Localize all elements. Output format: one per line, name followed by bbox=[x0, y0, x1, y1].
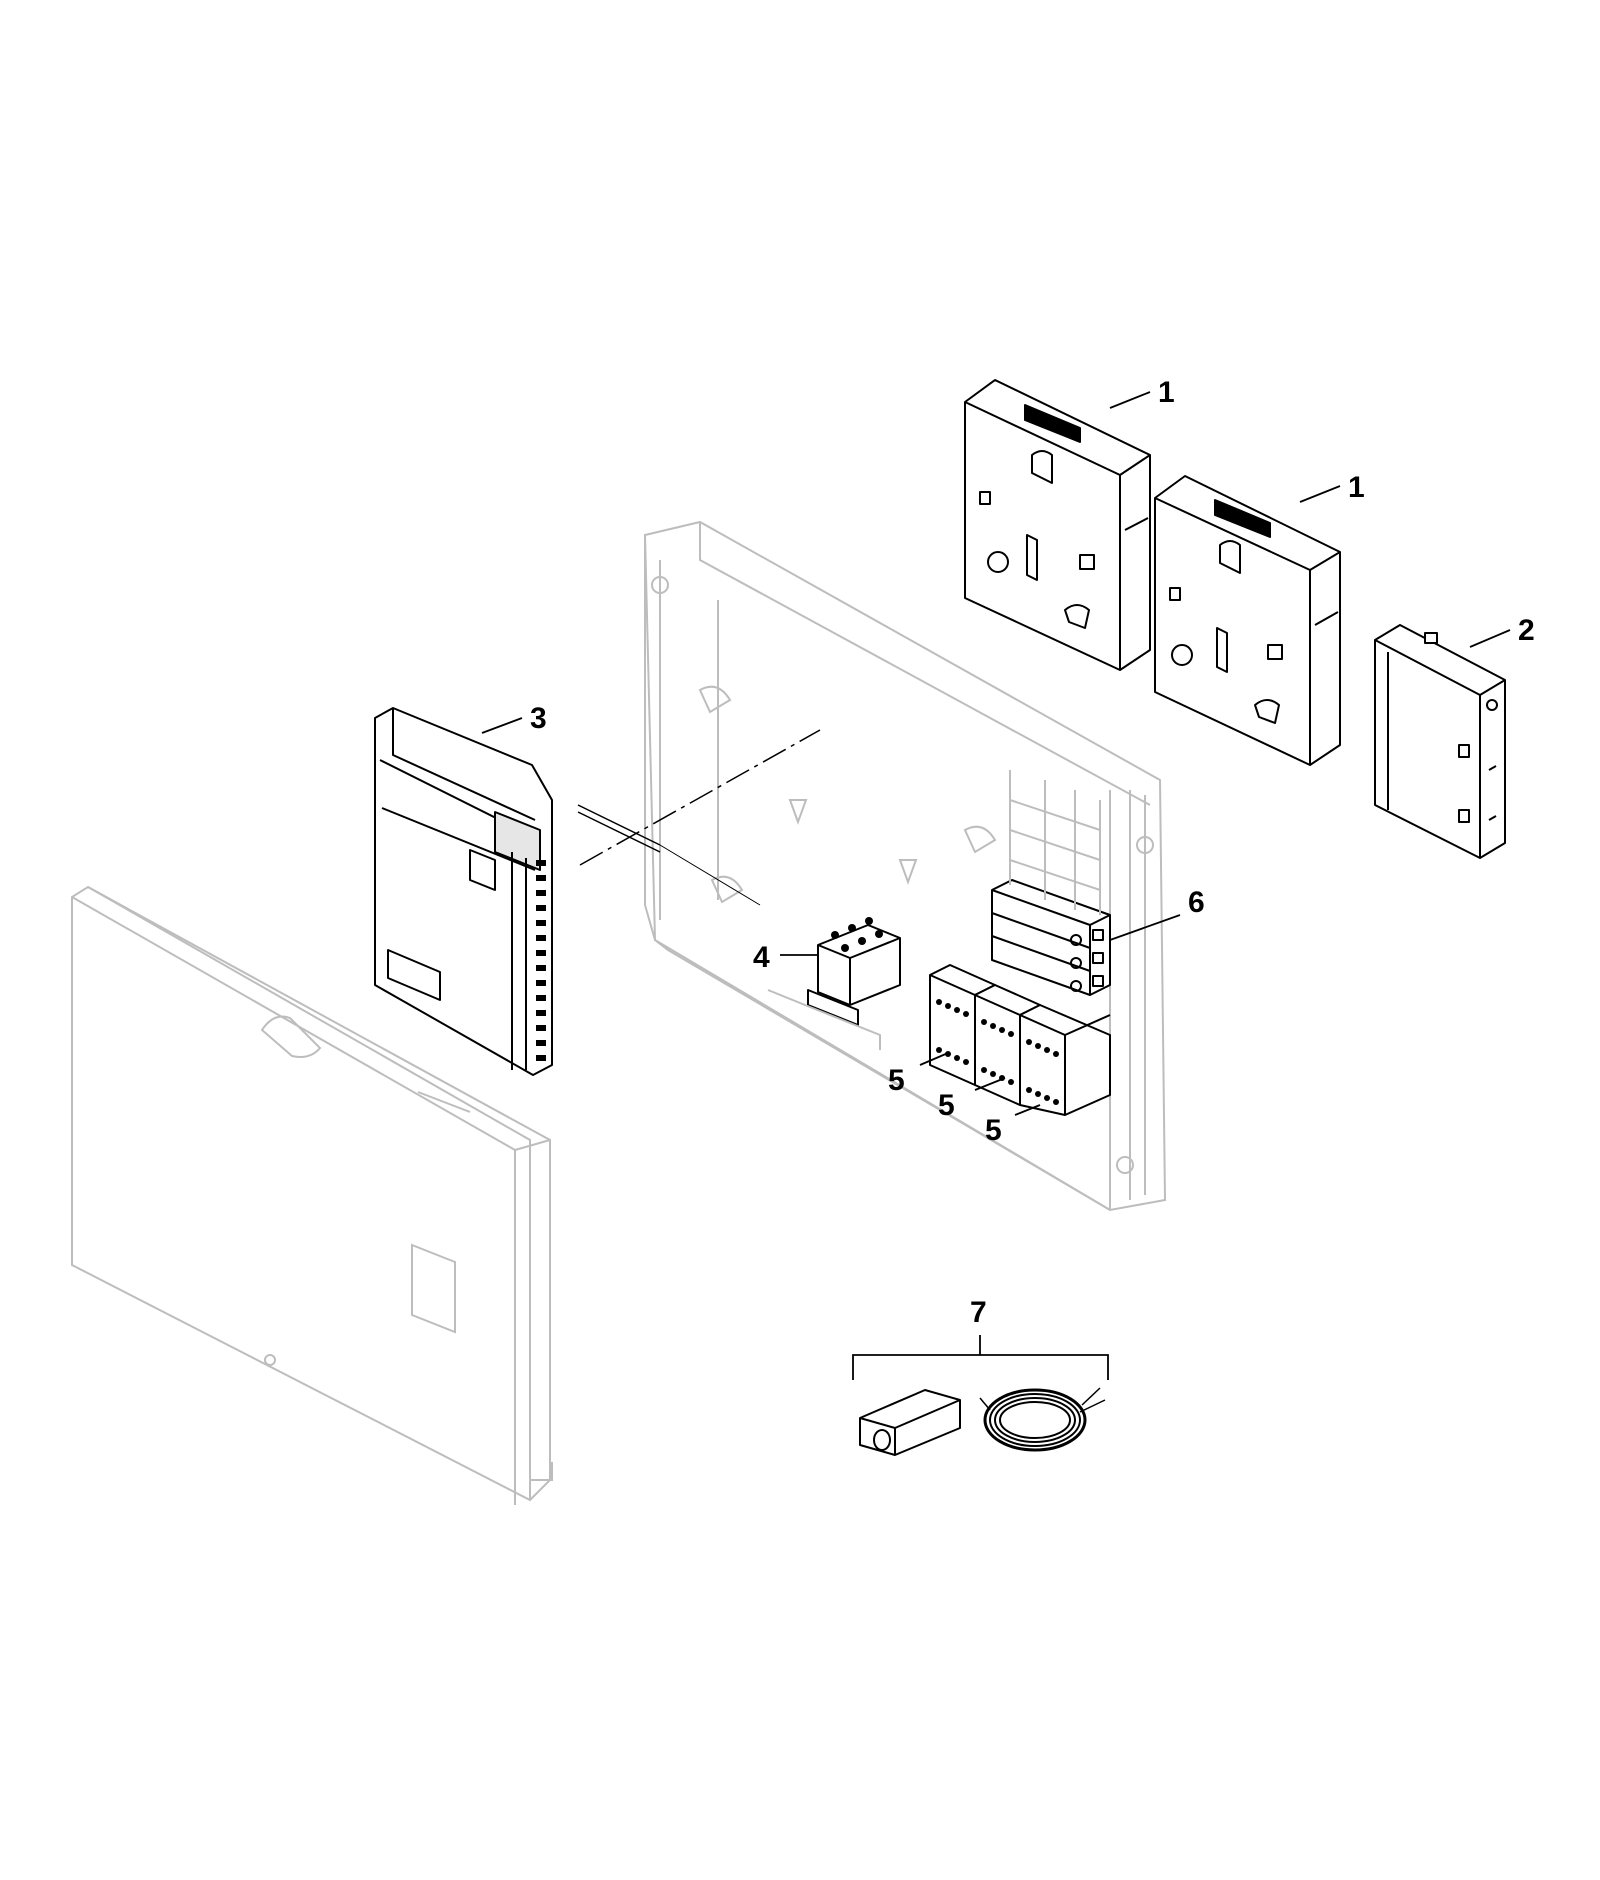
callout-4: 4 bbox=[753, 941, 770, 974]
enclosure-backplate bbox=[643, 520, 1167, 1212]
enclosure-front-cover bbox=[71, 885, 553, 1505]
display-panel-b bbox=[1154, 475, 1341, 766]
relay-part bbox=[767, 917, 901, 1050]
callout-6: 6 bbox=[1188, 886, 1205, 919]
callout-3: 3 bbox=[530, 702, 547, 735]
sensor-cable-coil bbox=[979, 1387, 1106, 1452]
callout-labels: 1 1 2 3 4 5 5 5 6 7 bbox=[530, 376, 1535, 1329]
controller-module bbox=[374, 707, 553, 1076]
callout-5a: 5 bbox=[888, 1064, 905, 1097]
callout-7: 7 bbox=[970, 1296, 987, 1329]
kit-bracket bbox=[852, 1335, 1109, 1380]
contactor-part-c bbox=[1019, 1004, 1111, 1116]
mounting-axis bbox=[577, 729, 821, 906]
callout-5b: 5 bbox=[938, 1089, 955, 1122]
terminal-rail bbox=[1009, 770, 1101, 915]
callout-2: 2 bbox=[1518, 614, 1535, 647]
display-panel-a bbox=[964, 379, 1151, 671]
callout-5c: 5 bbox=[985, 1114, 1002, 1147]
leader-lines bbox=[481, 391, 1511, 1116]
interface-box-part bbox=[1374, 624, 1506, 859]
callout-1a: 1 bbox=[1158, 376, 1175, 409]
terminal-block-part bbox=[991, 879, 1111, 996]
callout-1b: 1 bbox=[1348, 471, 1365, 504]
cable-clip-part bbox=[859, 1389, 961, 1456]
